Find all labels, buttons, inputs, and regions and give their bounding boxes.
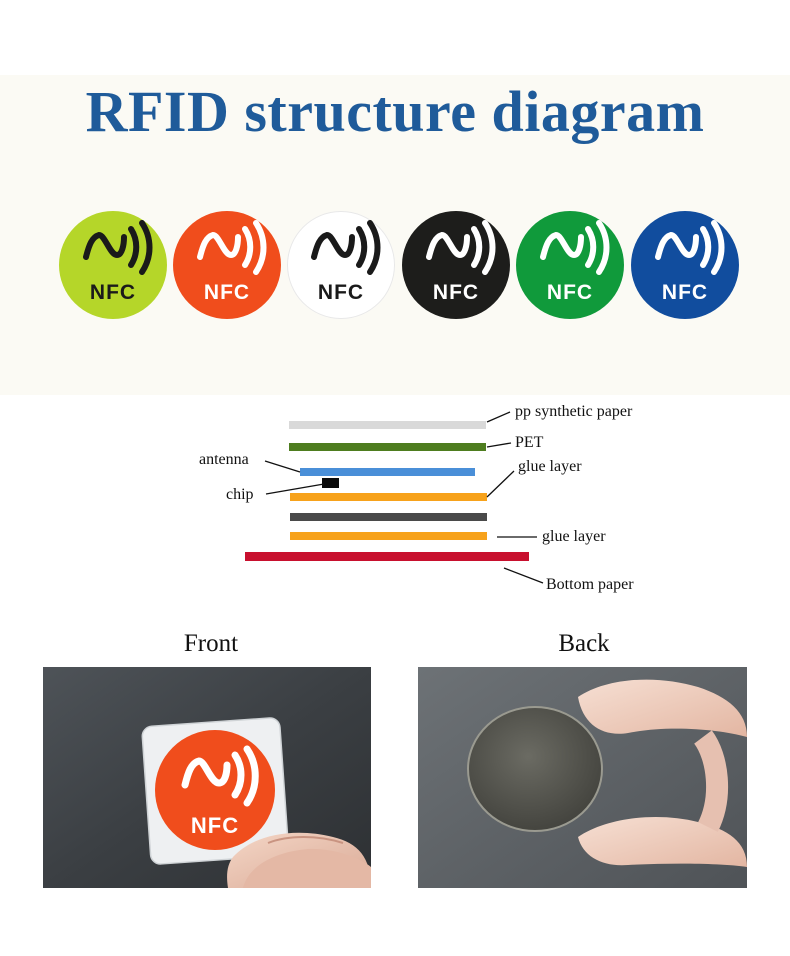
nfc-icon <box>83 220 153 275</box>
nfc-icon <box>540 220 610 275</box>
nfc-tag-label: NFC <box>203 281 251 304</box>
label-pet: PET <box>515 434 544 451</box>
nfc-tag-2: NFC <box>173 211 281 319</box>
label-pp-synthetic-paper: pp synthetic paper <box>515 403 633 420</box>
back-disc <box>468 707 602 831</box>
leader-glue-top <box>486 470 515 498</box>
nfc-icon <box>197 220 267 275</box>
nfc-icon <box>426 220 496 275</box>
layer-glue-bottom <box>290 532 487 540</box>
nfc-tag-4: NFC <box>402 211 510 319</box>
front-sticker-nfc-icon <box>181 745 259 807</box>
nfc-tag-6: NFC <box>631 211 739 319</box>
nfc-tag-label: NFC <box>89 281 137 304</box>
front-sticker-label: NFC <box>190 813 240 838</box>
leader-pp <box>486 411 511 423</box>
label-bottom-paper: Bottom paper <box>546 576 634 593</box>
nfc-tag-3: NFC <box>287 211 395 319</box>
nfc-icon <box>311 220 381 275</box>
layer-pet <box>289 443 486 451</box>
leader-chip <box>265 483 325 495</box>
layer-inlay <box>290 513 487 521</box>
nfc-tag-1: NFC <box>59 211 167 319</box>
page-title: RFID structure diagram <box>85 79 705 144</box>
nfc-tag-5: NFC <box>516 211 624 319</box>
chip-block <box>322 478 339 488</box>
label-glue-layer-bottom: glue layer <box>542 528 606 545</box>
leader-bottom-paper <box>503 567 544 584</box>
layer-bottom-paper <box>245 552 529 561</box>
label-antenna: antenna <box>199 451 249 468</box>
front-title: Front <box>183 630 239 657</box>
back-title: Back <box>558 630 610 657</box>
layer-pp-synthetic-paper <box>289 421 486 429</box>
leader-antenna <box>264 460 301 473</box>
label-chip: chip <box>226 486 254 503</box>
label-glue-layer-top: glue layer <box>518 458 582 475</box>
back-photo <box>418 667 747 888</box>
nfc-icon <box>655 220 725 275</box>
nfc-tag-label: NFC <box>546 281 594 304</box>
layer-antenna <box>300 468 475 476</box>
nfc-tag-label: NFC <box>317 281 365 304</box>
front-photo: NFC <box>43 667 371 888</box>
nfc-tag-label: NFC <box>661 281 709 304</box>
leader-pet <box>486 442 512 448</box>
nfc-tag-label: NFC <box>432 281 480 304</box>
layer-glue-top <box>290 493 487 501</box>
